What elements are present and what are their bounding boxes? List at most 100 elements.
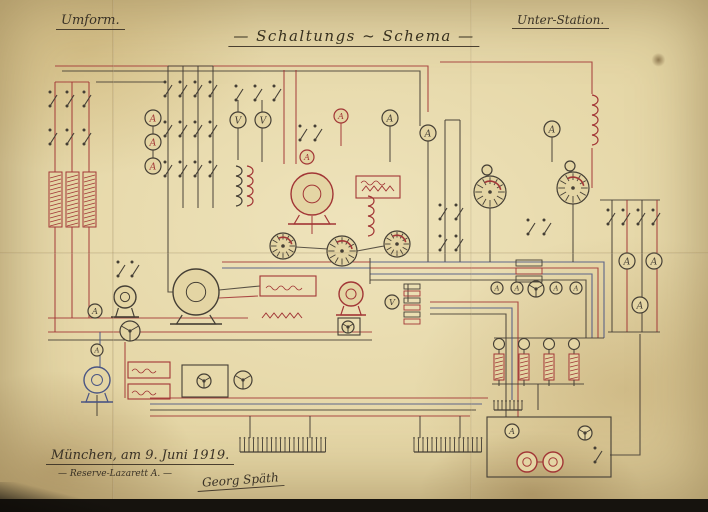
machine-symbol xyxy=(516,451,538,473)
wheel-symbol xyxy=(341,320,355,334)
meter-symbol: A xyxy=(543,120,561,138)
wheel-symbol xyxy=(233,370,253,390)
wire xyxy=(430,307,513,400)
meter-symbol: A xyxy=(419,124,437,142)
meter-symbol: A xyxy=(381,109,399,127)
meter-symbol: A xyxy=(87,303,103,319)
svg-text:A: A xyxy=(149,137,157,148)
squig-symbol xyxy=(360,180,386,186)
swbank-symbol xyxy=(48,90,92,108)
footer-org-text: — Reserve-Lazarett A. — xyxy=(58,469,173,479)
svg-text:A: A xyxy=(548,124,556,135)
footer-place-date: München, am 9. Juni 1919. xyxy=(46,448,235,465)
meter-symbol xyxy=(481,164,493,176)
wire xyxy=(167,208,173,293)
meter-symbol: V xyxy=(229,111,247,129)
machine-symbol xyxy=(288,172,336,225)
meter-symbol: A xyxy=(504,423,520,439)
dial-symbol xyxy=(473,175,507,209)
meter-symbol: A xyxy=(645,252,663,270)
coilV-symbol xyxy=(235,165,243,207)
wire xyxy=(430,301,519,417)
wire xyxy=(430,313,507,417)
resV-symbol xyxy=(65,171,80,228)
meter-symbol: A xyxy=(144,109,162,127)
swbank-symbol xyxy=(526,218,552,236)
meter-symbol: A xyxy=(549,281,563,295)
machine-symbol xyxy=(111,285,139,318)
svg-text:A: A xyxy=(623,256,631,267)
swbank-symbol xyxy=(116,260,140,278)
coilV-symbol xyxy=(367,195,375,237)
comb-symbol xyxy=(493,400,523,411)
resV-symbol xyxy=(82,171,97,228)
ladder-symbol xyxy=(403,283,421,325)
wheel-symbol xyxy=(196,373,212,389)
squig-symbol xyxy=(131,368,157,374)
dial-symbol xyxy=(556,171,590,205)
meter-symbol: A xyxy=(631,296,649,314)
wire xyxy=(440,61,593,94)
comb-symbol xyxy=(239,437,327,453)
zigzagH-symbol xyxy=(261,312,303,319)
header-right-text: Unter-Station. xyxy=(512,13,610,29)
swbank-symbol xyxy=(298,124,323,142)
header-left-text: Umform. xyxy=(56,13,125,30)
page-title: — Schaltungs ~ Schema — xyxy=(228,27,480,47)
svg-text:A: A xyxy=(636,300,644,311)
meter-symbol: A xyxy=(144,133,162,151)
swbank-symbol xyxy=(48,128,92,146)
squig-symbol xyxy=(265,285,303,291)
swbank-symbol xyxy=(163,160,218,178)
wire xyxy=(218,295,259,299)
box-symbol xyxy=(355,175,401,199)
box-symbol xyxy=(486,416,612,478)
meter-symbol: A xyxy=(618,252,636,270)
header-left-label: Umform. xyxy=(56,13,125,30)
coilV-symbol xyxy=(591,94,599,146)
wire xyxy=(356,245,385,252)
machine-symbol xyxy=(81,366,113,403)
swbank-symbol xyxy=(606,208,661,226)
dial-symbol xyxy=(269,232,297,260)
svg-text:A: A xyxy=(386,113,394,124)
wire xyxy=(370,273,593,338)
svg-text:A: A xyxy=(514,285,520,293)
wire xyxy=(370,279,587,338)
box-symbol xyxy=(127,361,171,379)
svg-text:A: A xyxy=(508,427,515,436)
svg-text:V: V xyxy=(260,115,268,126)
svg-text:A: A xyxy=(337,112,344,121)
ladder-symbol xyxy=(515,259,543,283)
cell-symbol xyxy=(542,337,556,386)
wire xyxy=(610,334,641,456)
wire xyxy=(370,261,605,338)
svg-text:A: A xyxy=(650,256,658,267)
swbank-symbol xyxy=(163,120,218,138)
zigzagH-symbol xyxy=(361,185,395,192)
wheel-symbol xyxy=(527,280,545,298)
meter-symbol xyxy=(564,160,576,172)
wire xyxy=(62,70,421,126)
swbank-symbol xyxy=(593,446,603,464)
wheel-symbol xyxy=(119,320,141,342)
meter-symbol: V xyxy=(384,294,400,310)
wire xyxy=(218,285,261,291)
cell-symbol xyxy=(517,337,531,386)
swbank-symbol xyxy=(163,80,218,98)
svg-text:V: V xyxy=(389,298,396,307)
svg-text:A: A xyxy=(149,161,157,172)
coilV-symbol xyxy=(246,165,254,207)
svg-text:A: A xyxy=(494,285,500,293)
svg-text:A: A xyxy=(149,113,157,124)
wheel-symbol xyxy=(577,425,593,441)
comb-symbol xyxy=(413,437,483,453)
box-symbol xyxy=(127,383,171,400)
dial-symbol xyxy=(383,230,411,258)
svg-text:V: V xyxy=(235,115,243,126)
meter-symbol: A xyxy=(90,343,104,357)
wire xyxy=(370,267,599,338)
meter-symbol: A xyxy=(299,149,315,165)
